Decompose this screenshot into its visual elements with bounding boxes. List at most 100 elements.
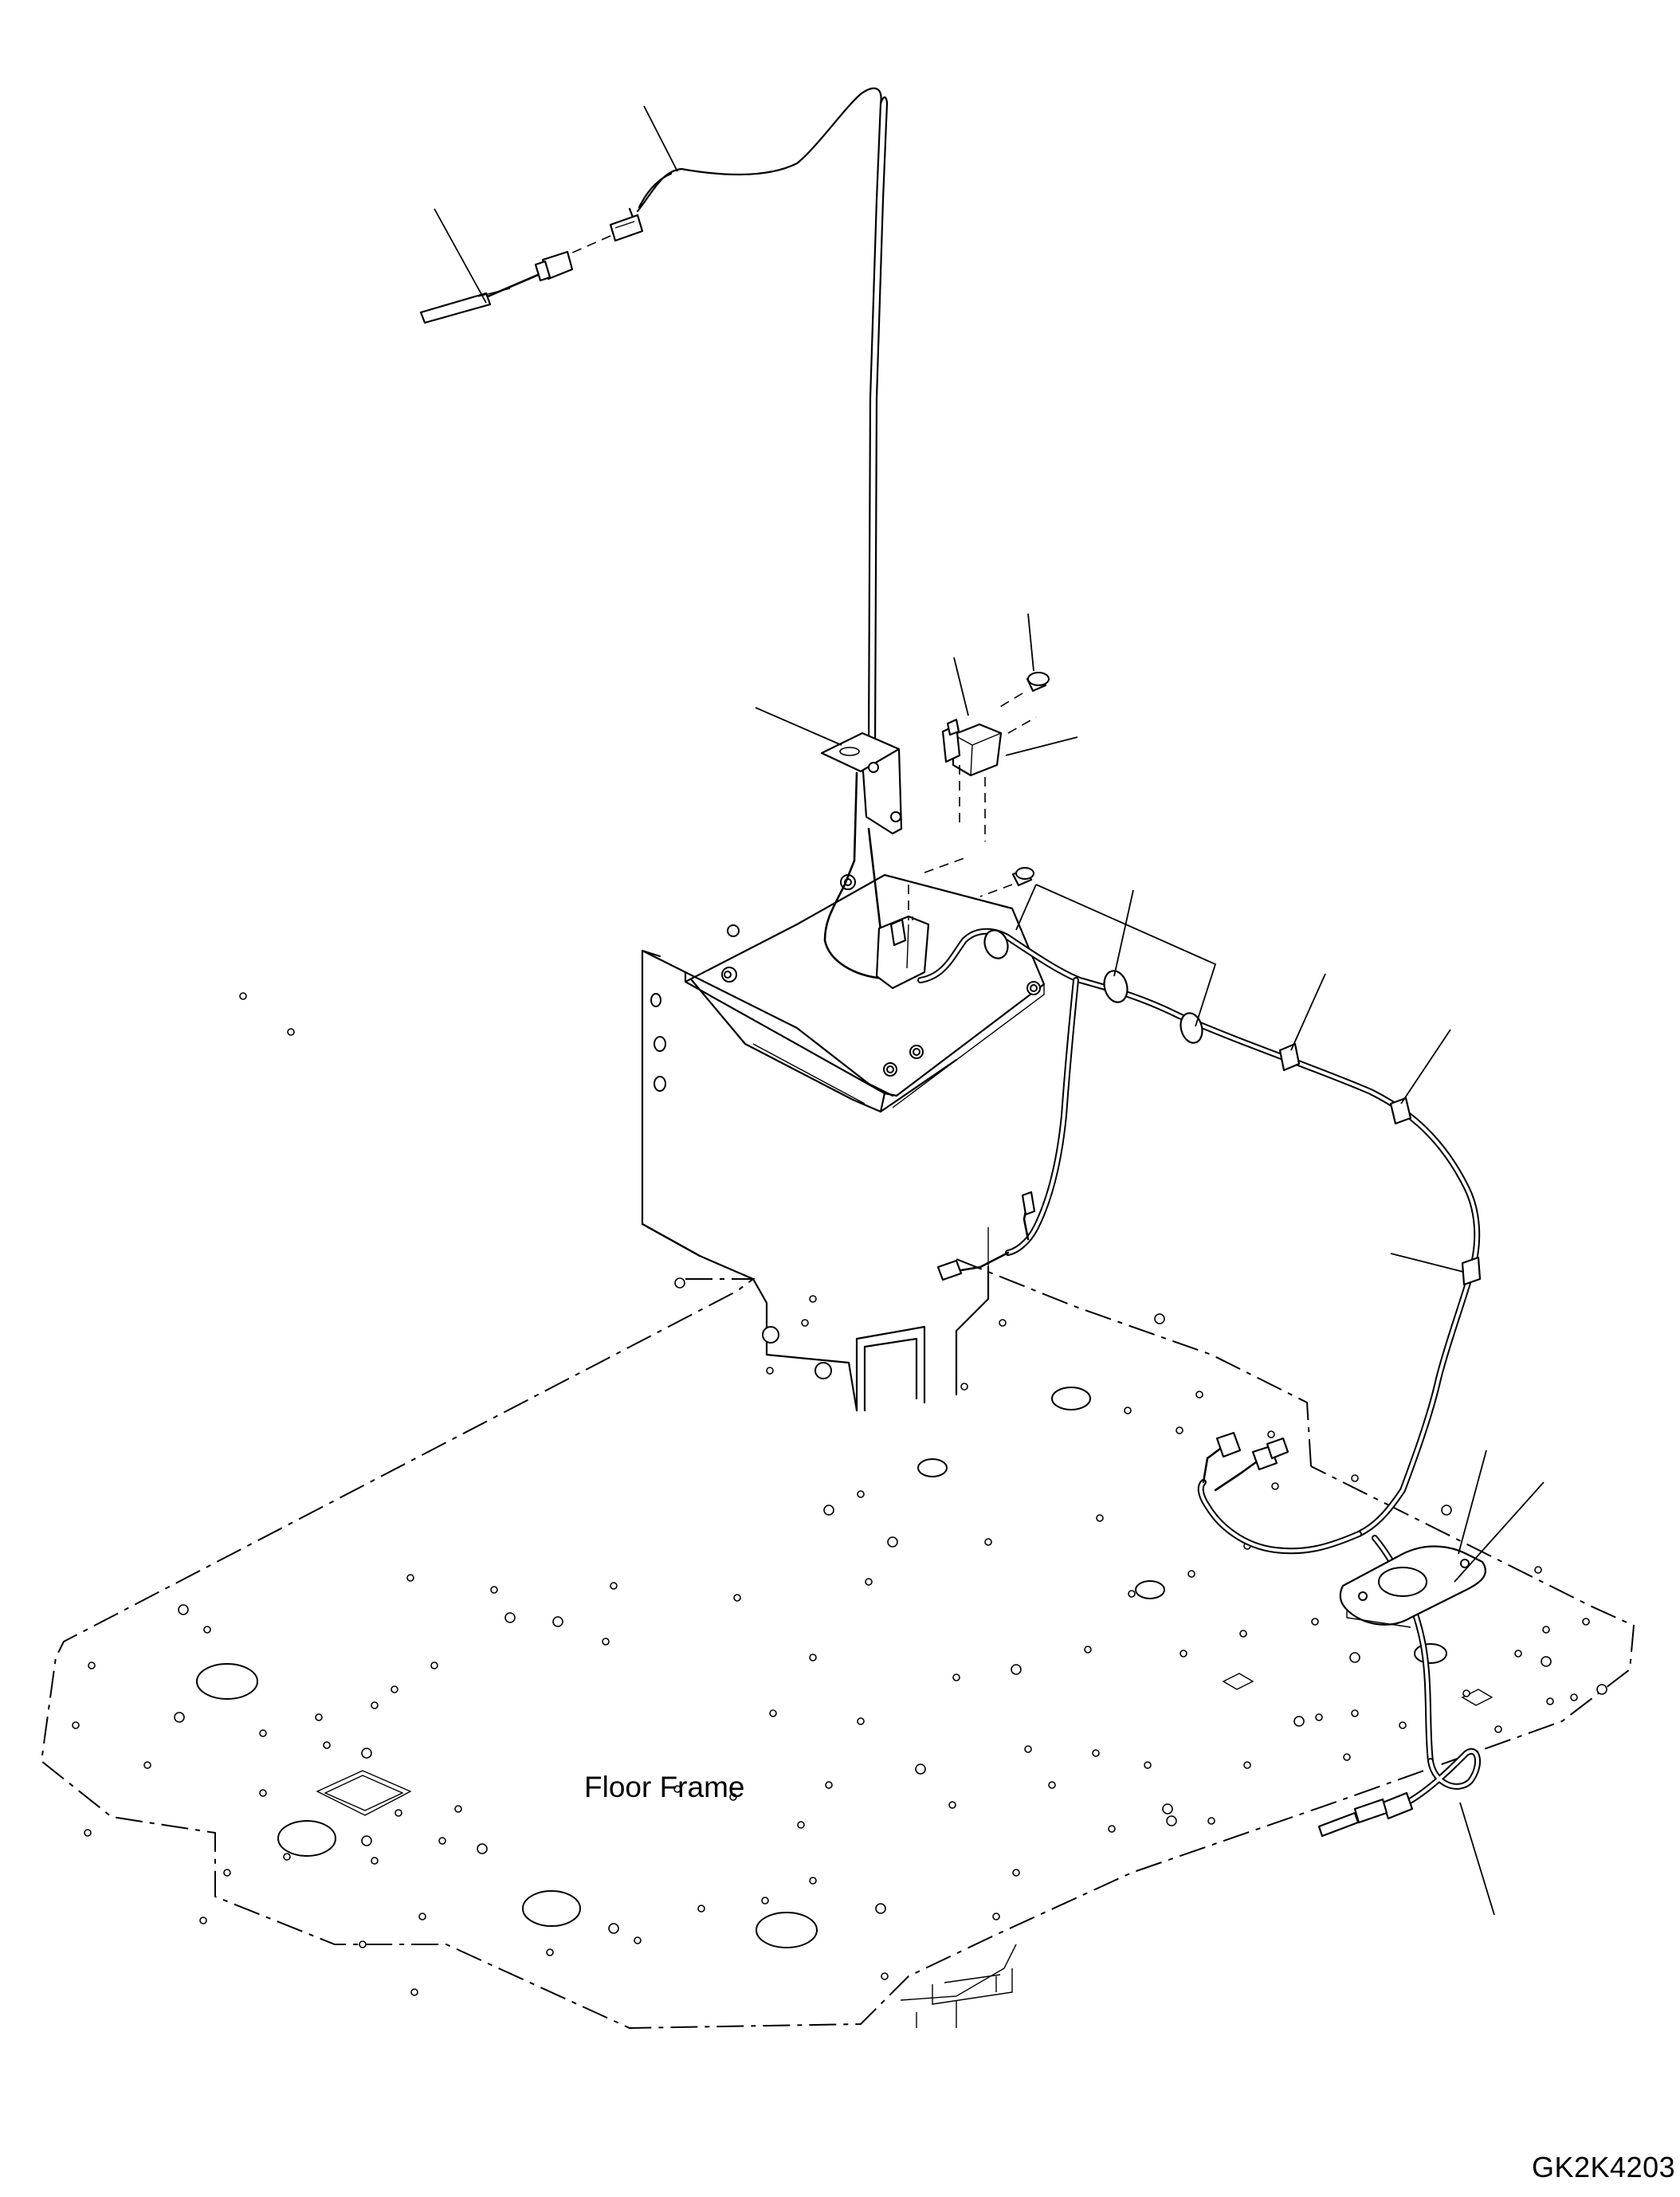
- bolt-hole: [1343, 1753, 1351, 1761]
- clip-icon: [1278, 1042, 1482, 1286]
- bolt-hole: [875, 1903, 886, 1914]
- floor-frame: [40, 992, 1635, 2030]
- bolt-hole: [504, 1612, 516, 1623]
- bolt-hole: [697, 1905, 705, 1913]
- bolt-hole: [1243, 1761, 1251, 1769]
- bolt-hole: [769, 1709, 777, 1717]
- bolt-hole: [406, 1574, 414, 1582]
- seat-box: [641, 873, 1046, 1412]
- bolt-hole: [203, 1626, 211, 1634]
- bolt-hole: [761, 1897, 769, 1905]
- bolt-hole: [1315, 1713, 1323, 1721]
- bolt-hole: [809, 1877, 817, 1885]
- bolt-hole: [960, 1383, 968, 1391]
- bolt-hole: [1144, 1761, 1152, 1769]
- bolt-hole: [143, 1761, 151, 1769]
- bolt-hole: [857, 1717, 865, 1725]
- bolt-hole: [239, 992, 247, 1000]
- bolt-hole: [323, 1741, 331, 1749]
- bolt-hole: [1271, 1482, 1279, 1490]
- bolt-hole: [1349, 1652, 1360, 1663]
- bolt-hole: [454, 1805, 462, 1813]
- bolt-hole: [733, 1594, 741, 1602]
- bolt-hole: [673, 1785, 681, 1793]
- bolt-hole: [608, 1923, 619, 1934]
- bolt-hole: [1012, 1869, 1020, 1877]
- bolt-hole: [259, 1789, 267, 1797]
- drawing-code: GK2K4203: [1532, 2151, 1676, 2183]
- bolt-hole: [1128, 1590, 1136, 1598]
- bolt-hole: [1542, 1626, 1550, 1634]
- bolt-hole: [88, 1661, 96, 1669]
- bolt-hole: [359, 1940, 367, 1948]
- bolt-hole: [992, 1913, 1000, 1920]
- antenna-cable-icon: [628, 87, 889, 747]
- relay-icon: [941, 716, 1037, 842]
- bolt-hole: [1494, 1725, 1502, 1733]
- bolt-hole: [948, 1801, 956, 1809]
- bolt-hole: [1311, 1618, 1319, 1626]
- bolt-hole: [823, 1505, 834, 1516]
- bolt-hole: [178, 1604, 189, 1615]
- bolt-hole: [315, 1713, 323, 1721]
- bolt-hole: [1207, 1817, 1215, 1825]
- bolt-hole: [1514, 1650, 1522, 1658]
- bolt-hole: [674, 1277, 685, 1289]
- bolt-hole: [410, 1988, 418, 1996]
- bolt-hole: [602, 1638, 610, 1646]
- bolt-hole: [1462, 1689, 1470, 1697]
- bolt-hole: [797, 1821, 805, 1829]
- bolt-hole: [287, 1028, 295, 1036]
- bolt-hole: [174, 1712, 185, 1723]
- bolt-hole: [1187, 1570, 1195, 1578]
- bolt-hole: [1011, 1664, 1022, 1675]
- bolt-hole: [361, 1835, 372, 1846]
- bolt-hole: [809, 1654, 817, 1661]
- bolt-hole: [430, 1661, 438, 1669]
- bolt-hole: [1596, 1684, 1607, 1695]
- bolt-hole: [1351, 1474, 1359, 1482]
- bolt-hole: [1293, 1716, 1305, 1727]
- bolt-hole: [84, 1829, 92, 1837]
- bolt-hole: [1084, 1646, 1092, 1654]
- bolt-hole: [1570, 1693, 1578, 1701]
- bolt-hole: [610, 1582, 618, 1590]
- bolt-hole: [999, 1319, 1007, 1327]
- bolt-hole: [1399, 1721, 1407, 1729]
- bolt-hole: [223, 1869, 231, 1877]
- bolt-hole: [72, 1721, 80, 1729]
- bolt-hole: [915, 1763, 926, 1775]
- bolt-hole: [1351, 1709, 1359, 1717]
- bolt-hole: [1239, 1630, 1247, 1638]
- bolt-hole: [546, 1948, 554, 1956]
- bolt-hole: [1541, 1656, 1552, 1667]
- bolt-hole: [283, 1853, 291, 1861]
- bolt-icon: [979, 672, 1050, 897]
- bolt-hole: [490, 1586, 498, 1594]
- bolt-hole: [857, 1490, 865, 1498]
- bolt-hole: [552, 1616, 563, 1627]
- bolt-hole: [729, 1793, 737, 1801]
- bolt-hole: [1108, 1825, 1116, 1833]
- bolt-hole: [1441, 1505, 1452, 1516]
- bolt-hole: [1124, 1406, 1132, 1414]
- bolt-hole: [418, 1913, 426, 1920]
- bolt-hole: [1024, 1745, 1032, 1753]
- bolt-hole: [1267, 1430, 1275, 1438]
- bolt-hole: [887, 1536, 898, 1548]
- bolt-hole: [477, 1843, 488, 1854]
- bolt-hole: [881, 1972, 889, 1980]
- bolt-hole: [1096, 1514, 1104, 1522]
- bolt-hole: [438, 1837, 446, 1845]
- bracket-icon: [820, 732, 903, 980]
- bolt-hole: [1176, 1426, 1183, 1434]
- bolt-hole: [825, 1781, 833, 1789]
- bolt-hole: [766, 1367, 774, 1375]
- bolt-hole: [371, 1857, 379, 1865]
- bolt-hole: [1154, 1313, 1165, 1324]
- bolt-hole: [1582, 1618, 1590, 1626]
- bolt-hole: [984, 1538, 992, 1546]
- leader-lines: [434, 105, 1545, 1916]
- bolt-hole: [1162, 1803, 1173, 1814]
